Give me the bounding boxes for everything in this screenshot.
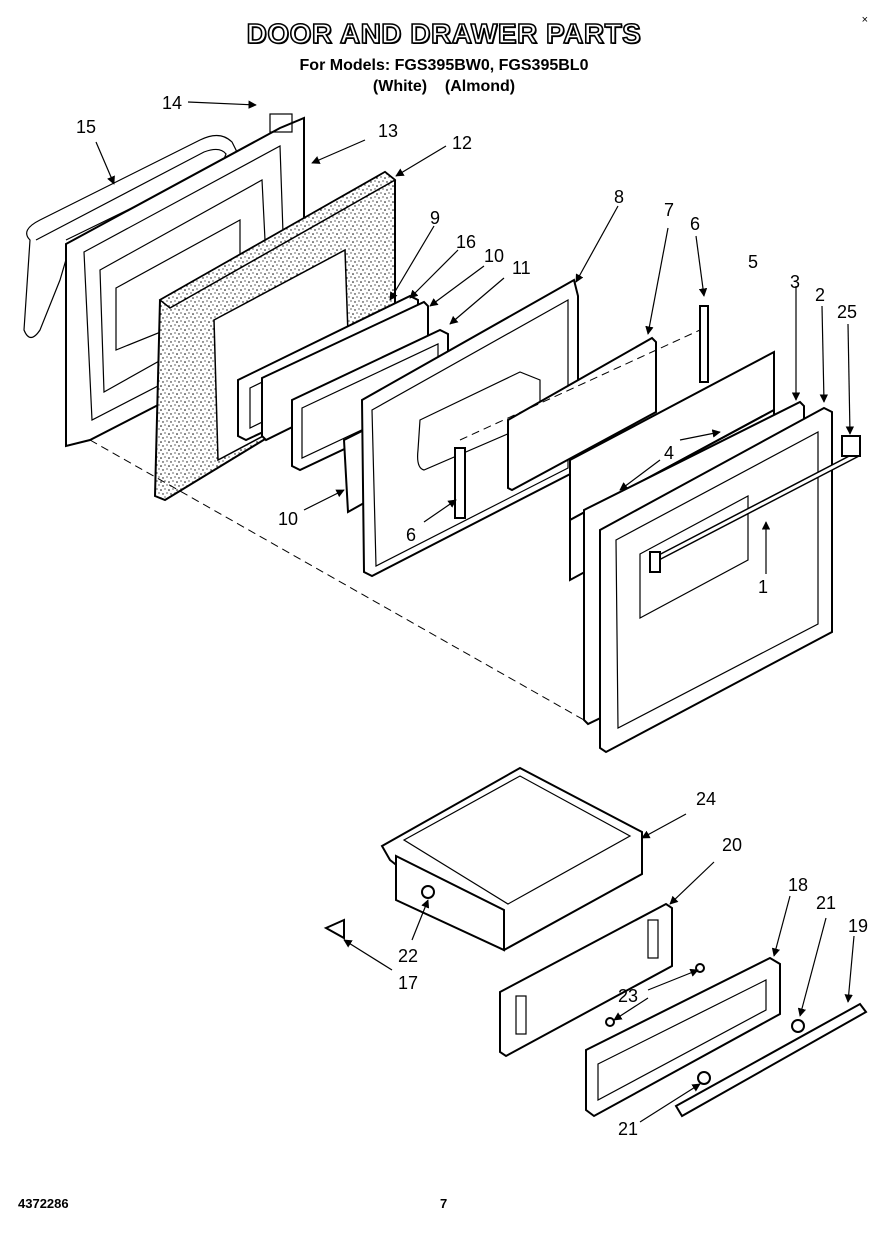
part-6-hinge [699,305,709,383]
label-4: 4 [664,443,674,463]
part-21-spacer [791,1019,805,1033]
diagram-title: DOOR AND DRAWER PARTS [246,17,642,50]
part-20-drawer-front [499,902,673,1058]
part-25-handle-end [841,435,861,457]
label-7: 7 [664,200,674,220]
label-12: 12 [452,133,472,153]
label-17: 17 [398,973,418,993]
document-number: 4372286 [18,1196,69,1211]
part-18-drawer-panel [585,956,781,1118]
label-18: 18 [788,875,808,895]
label-22: 22 [398,946,418,966]
part-2-outer-door [599,406,833,754]
label-6a: 6 [690,214,700,234]
label-23: 23 [618,986,638,1006]
part-23-screw [605,1017,615,1027]
part-21-spacer [697,1071,711,1085]
alignment-line [89,439,585,721]
page-number: 7 [440,1196,448,1211]
label-15: 15 [76,117,96,137]
label-6b: 6 [406,525,416,545]
part-17-clip [323,918,345,940]
label-9: 9 [430,208,440,228]
label-21a: 21 [816,893,836,913]
label-2: 2 [815,285,825,305]
label-20: 20 [722,835,742,855]
label-21b: 21 [618,1119,638,1139]
alignment-line [459,329,701,441]
label-19: 19 [848,916,868,936]
part-7-glass [507,336,657,492]
models-line: For Models: FGS395BW0, FGS395BL0 [299,57,589,74]
part-24-drawer-box [380,766,643,952]
colors-line: (White) (Almond) [372,78,516,95]
label-16: 16 [456,232,476,252]
label-25: 25 [837,302,857,322]
label-8: 8 [614,187,624,207]
part-1-handle [649,451,860,573]
part-19-trim [674,1002,868,1118]
label-13: 13 [378,121,398,141]
label-10b: 10 [278,509,298,529]
label-11: 11 [512,258,531,278]
part-22-screw [421,885,435,899]
part-15-gasket [23,134,238,339]
label-24: 24 [696,789,716,809]
label-3: 3 [790,272,800,292]
label-14: 14 [162,93,182,113]
leader-lines [95,100,855,1123]
label-10a: 10 [484,246,504,266]
label-5: 5 [748,252,758,272]
corner-mark: × [861,14,868,26]
label-1: 1 [758,577,768,597]
